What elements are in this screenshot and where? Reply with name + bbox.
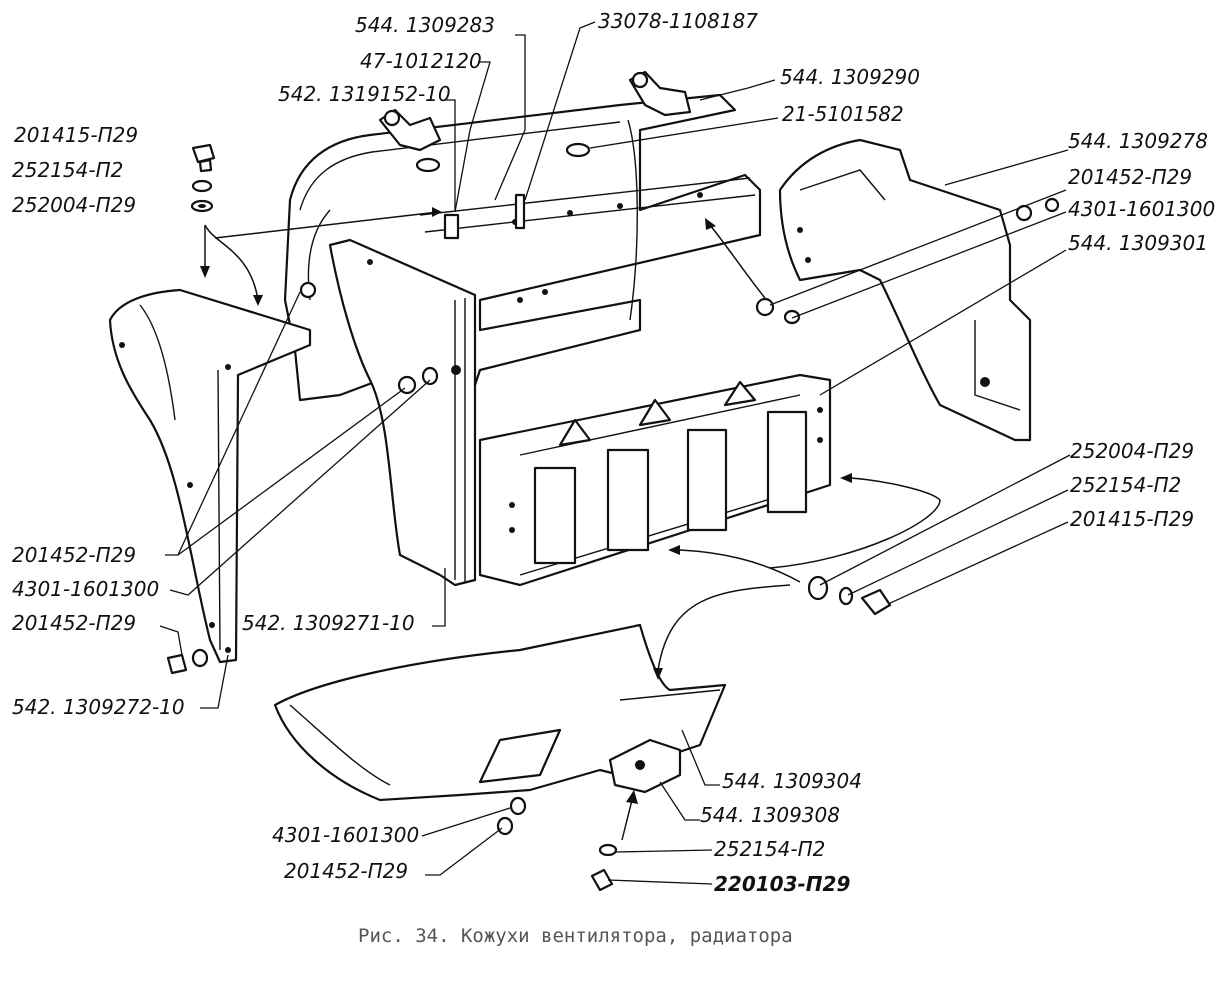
bolt-lower-shroud xyxy=(496,796,618,892)
part-label-252154-p2-lower: 252154-П2 xyxy=(1070,473,1181,497)
radiator-frame-bracket xyxy=(478,373,832,587)
washer-252154-top-left xyxy=(191,179,213,193)
part-label-544-1309283: 544. 1309283 xyxy=(355,13,495,37)
part-label-201452-p29-left-mid: 201452-П29 xyxy=(12,543,136,567)
part-label-252154-p2-bottom: 252154-П2 xyxy=(714,837,825,861)
part-label-252004-p29-lower: 252004-П29 xyxy=(1070,439,1194,463)
part-label-21-5101582: 21-5101582 xyxy=(782,102,904,126)
stud-pin xyxy=(443,193,526,240)
part-label-220103-p29: 220103-П29 xyxy=(714,872,850,896)
part-label-47-1012120: 47-1012120 xyxy=(360,49,482,73)
part-label-542-1309271-10: 542. 1309271-10 xyxy=(242,611,415,635)
part-label-544-1309278: 544. 1309278 xyxy=(1068,129,1208,153)
part-label-544-1309308: 544. 1309308 xyxy=(700,803,840,827)
part-label-4301-1601300-lower: 4301-1601300 xyxy=(272,823,419,847)
left-side-shield xyxy=(108,288,312,664)
part-label-544-1309290: 544. 1309290 xyxy=(780,65,920,89)
part-label-201415-p29-top: 201415-П29 xyxy=(14,123,138,147)
bolt-201452-right xyxy=(755,197,1060,325)
part-label-542-1319152-10: 542. 1319152-10 xyxy=(278,82,451,106)
front-frame-panel xyxy=(328,238,477,587)
latch-clamp-left xyxy=(378,108,442,152)
part-label-201415-p29-lower: 201415-П29 xyxy=(1070,507,1194,531)
figure-caption: Рис. 34. Кожухи вентилятора, радиатора xyxy=(358,925,793,947)
leader-lines xyxy=(159,21,1071,885)
bolt-201452-mid-left xyxy=(299,281,439,395)
part-label-201452-p29-left-low: 201452-П29 xyxy=(12,611,136,635)
bolt-201415-lower-right xyxy=(807,575,892,616)
bolt-201415-top-left xyxy=(191,143,216,173)
part-label-252154-p2-top: 252154-П2 xyxy=(12,158,123,182)
right-side-shield xyxy=(778,138,1032,442)
part-label-33078-1108187: 33078-1108187 xyxy=(598,9,758,33)
part-label-544-1309301: 544. 1309301 xyxy=(1068,231,1208,255)
part-label-201452-p29-bottom: 201452-П29 xyxy=(284,859,408,883)
part-label-544-1309304: 544. 1309304 xyxy=(722,769,862,793)
lower-shroud xyxy=(273,623,727,802)
part-label-542-1309272-10: 542. 1309272-10 xyxy=(12,695,185,719)
radiator-frame-slots xyxy=(533,410,808,565)
bolt-201452-bottom-left xyxy=(166,648,209,675)
part-label-252004-p29-top: 252004-П29 xyxy=(12,193,136,217)
part-label-4301-1601300-left: 4301-1601300 xyxy=(12,577,159,601)
part-label-201452-p29-right: 201452-П29 xyxy=(1068,165,1192,189)
assembly-arrows xyxy=(200,207,941,841)
part-label-4301-1601300-right: 4301-1601300 xyxy=(1068,197,1215,221)
lower-clamp xyxy=(608,738,682,794)
latch-clamp-right xyxy=(628,70,692,117)
part-labels: 544. 1309283 33078-1108187 47-1012120 54… xyxy=(12,9,1215,896)
